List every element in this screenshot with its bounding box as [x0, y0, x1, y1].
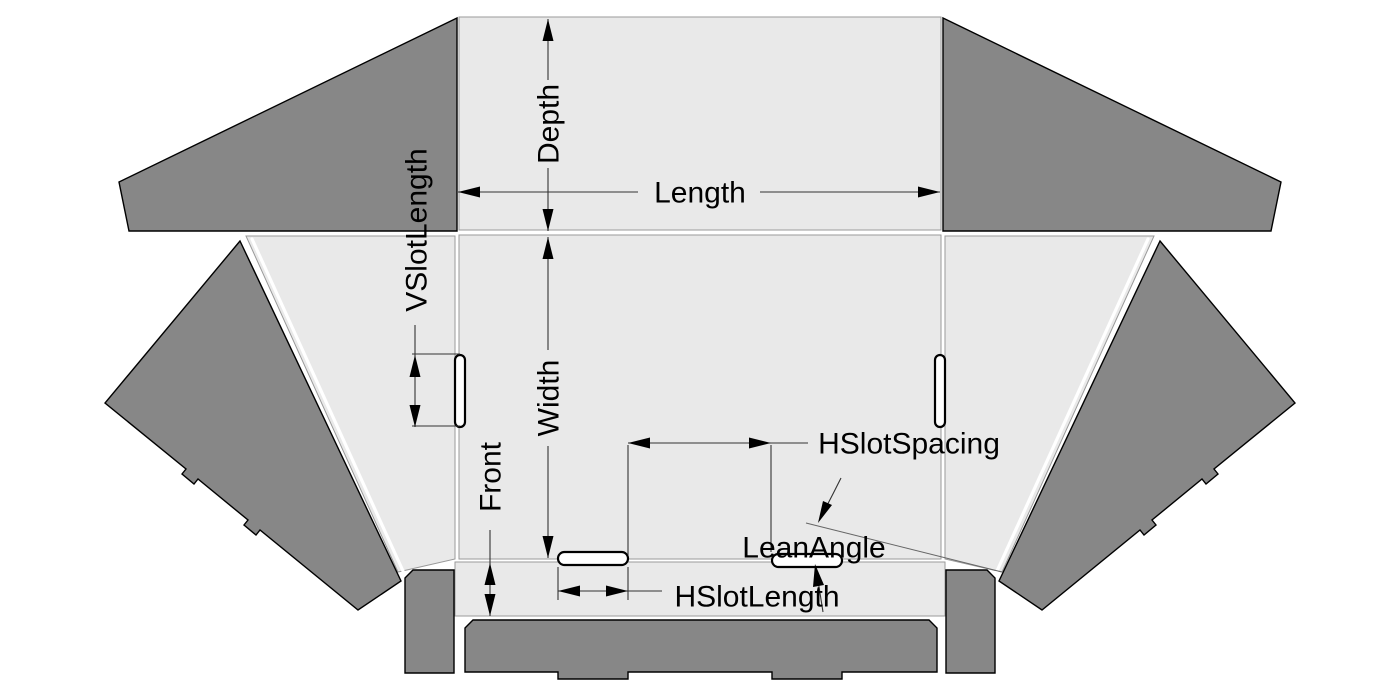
top-right-flap	[942, 16, 1282, 232]
dimension-width	[542, 237, 554, 558]
depth-arrow-up	[542, 19, 554, 41]
bottom-right-tab	[945, 569, 996, 674]
right-vertical-slot	[933, 353, 947, 429]
label-width: Width	[533, 360, 566, 437]
dimension-front	[484, 530, 496, 616]
length-arrow-left	[458, 186, 480, 198]
dimension-hslot-spacing	[627, 437, 808, 555]
left-side-panel	[245, 235, 456, 573]
right-fold-line	[995, 237, 1150, 573]
bottom-main-panel	[458, 234, 942, 560]
bottom-left-tab	[404, 569, 455, 674]
slots	[453, 353, 947, 569]
left-fold-line	[250, 237, 405, 573]
depth-arrow-down	[542, 209, 554, 231]
horizontal-slot-1	[556, 550, 630, 567]
lean-angle-arrow-upper	[818, 501, 832, 523]
label-front: Front	[475, 441, 508, 512]
vslot-arrow-down	[409, 405, 421, 427]
hslotspacing-arrow-left	[628, 437, 650, 449]
right-side-panel	[944, 235, 1155, 573]
label-length: Length	[654, 177, 746, 210]
lean-angle-reference-line	[805, 522, 1003, 573]
width-arrow-up	[542, 237, 554, 259]
dimension-hslot-length	[557, 567, 662, 600]
label-hslot-spacing: HSlotSpacing	[818, 428, 1000, 461]
label-vslot-length: VSlotLength	[401, 148, 434, 311]
dimension-vslot-length	[409, 325, 460, 427]
label-hslot-length: HSlotLength	[674, 581, 839, 614]
dimension-labels: Depth Length VSlotLength Width Front HSl…	[401, 84, 1000, 614]
lean-angle-arrow-lower	[813, 564, 824, 587]
dimension-length	[458, 186, 940, 198]
horizontal-slot-2	[770, 552, 844, 569]
hslotlength-arrow-left	[558, 585, 580, 597]
back-panel	[458, 16, 942, 231]
width-arrow-down	[542, 536, 554, 558]
right-corner-flap	[998, 239, 1296, 611]
dimension-depth	[542, 19, 554, 231]
label-lean-angle: LeanAngle	[742, 532, 885, 565]
front-arrow-down	[484, 594, 496, 616]
left-corner-flap	[104, 239, 402, 611]
light-panels	[245, 16, 1155, 617]
front-arrow-up	[484, 563, 496, 585]
top-left-flap	[118, 16, 458, 232]
vslot-arrow-up	[409, 355, 421, 377]
length-arrow-right	[918, 186, 940, 198]
bottom-front-flap	[464, 619, 938, 680]
fold-lines	[250, 237, 1150, 573]
hslotlength-arrow-right	[606, 585, 628, 597]
hslotspacing-arrow-right	[749, 437, 771, 449]
dimension-lean-angle	[805, 477, 1003, 613]
dark-flaps	[104, 16, 1296, 680]
left-vertical-slot	[453, 353, 467, 429]
label-depth: Depth	[533, 84, 566, 164]
